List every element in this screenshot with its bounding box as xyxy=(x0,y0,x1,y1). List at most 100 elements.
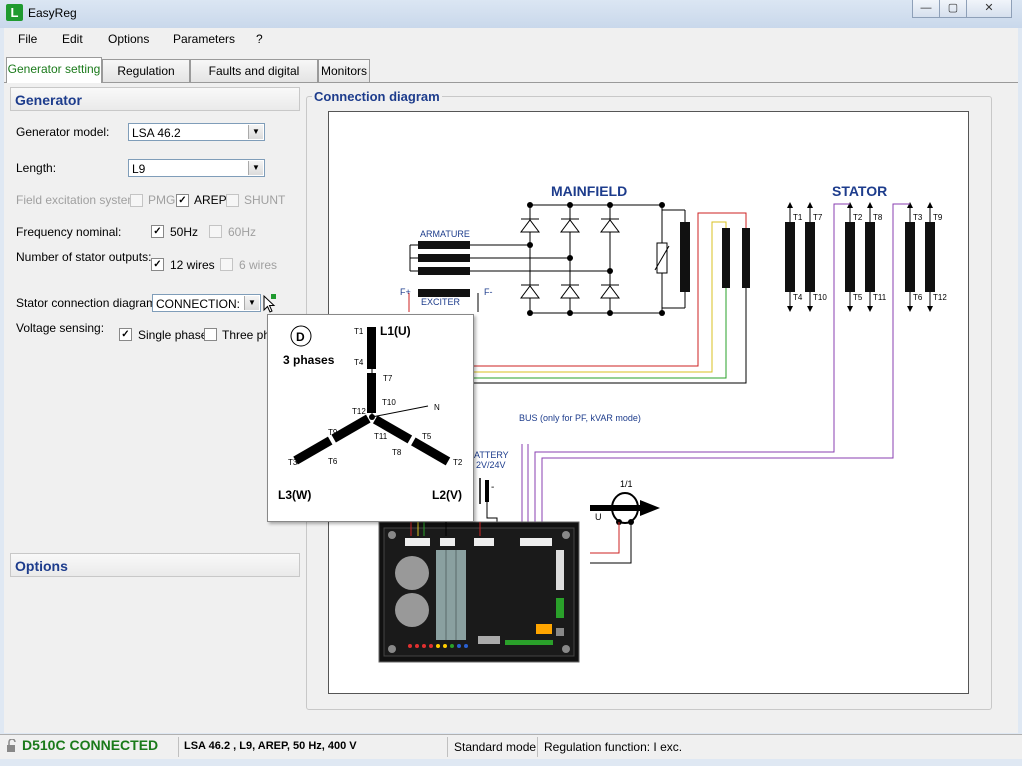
regulation-function-status: Regulation function: I exc. xyxy=(544,740,683,754)
t11-label: T11 xyxy=(374,432,388,441)
exciter-winding xyxy=(418,289,470,297)
t1-label: T1 xyxy=(354,327,364,336)
battery-label: ATTERY xyxy=(474,450,509,460)
pmg-checkbox[interactable] xyxy=(130,194,143,207)
menu-file[interactable]: File xyxy=(18,32,38,46)
options-section-header[interactable]: Options xyxy=(10,553,300,577)
t7-label: T7 xyxy=(383,374,393,383)
f-plus-label: F+ xyxy=(400,287,411,297)
menu-help[interactable]: ? xyxy=(256,32,263,46)
stator-terminal: T3 xyxy=(913,213,923,222)
freq-50-checkbox[interactable]: ✓ xyxy=(151,225,164,238)
lock-icon xyxy=(7,739,16,752)
voltage-sensing-wires xyxy=(521,203,910,536)
stator-terminal: T1 xyxy=(793,213,803,222)
mainfield-label: MAINFIELD xyxy=(551,183,627,199)
stator-terminal: T7 xyxy=(813,213,823,222)
ratio-label: 1/1 xyxy=(620,479,633,489)
generator-model-select[interactable]: LSA 46.2 ▼ xyxy=(128,123,265,141)
wires-6-checkbox[interactable] xyxy=(220,258,233,271)
aux-winding-1 xyxy=(722,228,730,288)
app-logo-icon: L xyxy=(6,4,23,21)
chevron-down-icon[interactable]: ▼ xyxy=(244,296,259,310)
status-separator xyxy=(447,737,448,757)
stator-terminal: T8 xyxy=(873,213,883,222)
bus-note: BUS (only for PF, kVAR mode) xyxy=(519,413,641,423)
tab-monitors[interactable]: Monitors xyxy=(318,59,370,82)
title-bar xyxy=(0,0,1022,28)
n-label: N xyxy=(434,403,440,412)
length-select[interactable]: L9 ▼ xyxy=(128,159,265,177)
t3-label: T3 xyxy=(288,458,298,467)
stator-terminal: T12 xyxy=(933,293,947,302)
aux-winding-2 xyxy=(742,228,750,288)
length-label: Length: xyxy=(16,161,57,175)
current-transformer-icon xyxy=(590,492,660,564)
t9-label: T9 xyxy=(328,428,338,437)
generator-model-label: Generator model: xyxy=(16,125,110,139)
window-title: EasyReg xyxy=(28,6,77,20)
f-minus-label: F- xyxy=(484,287,493,297)
armature-windings xyxy=(409,241,610,275)
l2-label: L2(V) xyxy=(432,488,462,502)
freq-60-checkbox[interactable] xyxy=(209,225,222,238)
l1-label: L1(U) xyxy=(380,324,411,338)
connection-badge xyxy=(290,325,312,347)
stator-leads xyxy=(789,207,931,308)
menu-options[interactable]: Options xyxy=(108,32,150,46)
stator-terminal: T10 xyxy=(813,293,827,302)
exciter-label: EXCITER xyxy=(421,297,461,307)
rectifier-nodes xyxy=(527,202,665,316)
frequency-label: Frequency nominal: xyxy=(16,225,122,239)
shunt-checkbox[interactable] xyxy=(226,194,239,207)
main-field-winding xyxy=(680,222,690,292)
wye-connection-diagram: D 3 phases L1(U) T1 T4 T7 T10 T12 N T11 … xyxy=(278,324,463,502)
t4-label: T4 xyxy=(354,358,364,367)
generator-model-value: LSA 46.2 xyxy=(132,126,181,140)
three-phase-checkbox[interactable] xyxy=(204,328,217,341)
stator-label: STATOR xyxy=(832,183,887,199)
wires-12-label: 12 wires xyxy=(170,258,215,272)
chevron-down-icon[interactable]: ▼ xyxy=(248,161,263,175)
single-phase-checkbox[interactable]: ✓ xyxy=(119,328,132,341)
stator-terminal: T6 xyxy=(913,293,923,302)
l3-label: L3(W) xyxy=(278,488,311,502)
battery-minus: - xyxy=(491,482,494,493)
generator-section-header[interactable]: Generator xyxy=(10,87,300,111)
single-phase-label: Single phase xyxy=(138,328,208,342)
mode-status: Standard mode xyxy=(454,740,537,754)
stator-diagram-select[interactable]: CONNECTION: D ▼ xyxy=(152,294,261,312)
arep-checkbox[interactable]: ✓ xyxy=(176,194,189,207)
stator-outputs-label: Number of stator outputs: xyxy=(16,250,152,264)
wires-12-checkbox[interactable]: ✓ xyxy=(151,258,164,271)
stator-terminal: T11 xyxy=(873,293,887,302)
arep-label: AREP xyxy=(194,193,227,207)
stator-terminal: T4 xyxy=(793,293,803,302)
t6-label: T6 xyxy=(328,457,338,466)
tab-generator-setting[interactable]: Generator setting xyxy=(6,57,102,83)
stator-terminal: T2 xyxy=(853,213,863,222)
connection-badge-letter: D xyxy=(296,330,305,344)
regulator-board xyxy=(378,521,580,663)
armature-label: ARMATURE xyxy=(420,229,470,239)
status-separator xyxy=(178,737,179,757)
close-button[interactable]: ✕ xyxy=(966,0,1012,18)
length-value: L9 xyxy=(132,162,146,176)
menu-bar xyxy=(4,28,1018,50)
connection-status: D510C CONNECTED xyxy=(22,737,159,753)
voltage-sensing-label: Voltage sensing: xyxy=(16,321,105,335)
battery-voltage: 2V/24V xyxy=(476,460,506,470)
phases-label: 3 phases xyxy=(283,353,335,367)
stator-diagram-label: Stator connection diagram: xyxy=(16,296,160,310)
stator-terminal: T9 xyxy=(933,213,943,222)
chevron-down-icon[interactable]: ▼ xyxy=(248,125,263,139)
u-label: U xyxy=(595,512,602,522)
menu-parameters[interactable]: Parameters xyxy=(173,32,236,46)
stator-diagram-value: CONNECTION: D xyxy=(156,297,252,311)
connection-diagram-title: Connection diagram xyxy=(312,89,442,104)
t5-label: T5 xyxy=(422,432,432,441)
menu-edit[interactable]: Edit xyxy=(62,32,83,46)
wires-6-label: 6 wires xyxy=(239,258,278,272)
configuration-summary: LSA 46.2 , L9, AREP, 50 Hz, 400 V xyxy=(184,740,357,752)
